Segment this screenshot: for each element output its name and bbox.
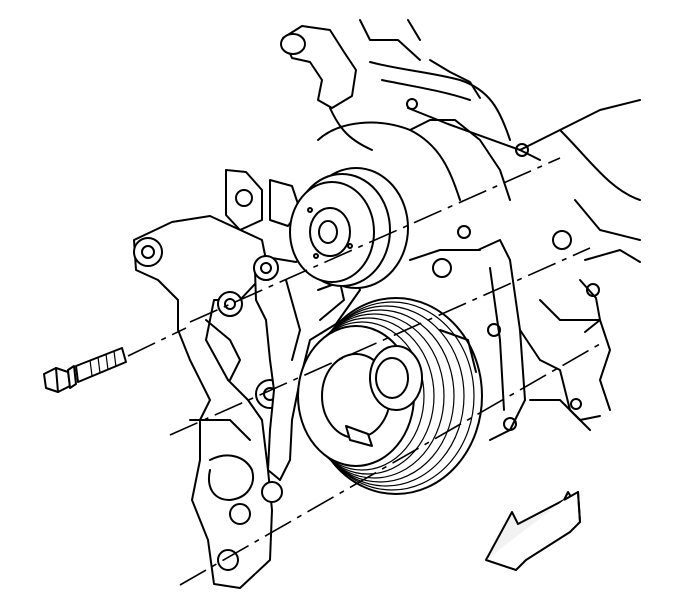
arrow-down-left-icon: [485, 491, 581, 571]
alignment-lines: [169, 157, 601, 586]
crank-pulley: [297, 297, 483, 495]
bolt: [43, 327, 187, 393]
idler-pulley: [289, 167, 409, 289]
engine-block: [225, 19, 641, 441]
